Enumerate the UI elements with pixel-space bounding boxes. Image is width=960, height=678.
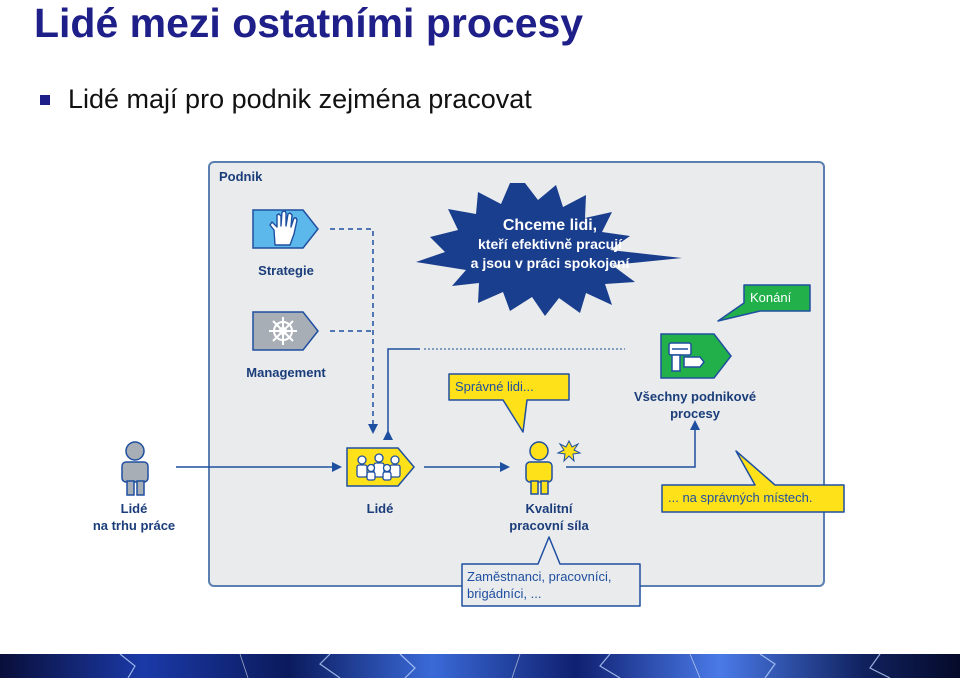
burst-line-1: Chceme lidi, <box>503 217 597 234</box>
staff-callout-line-1: Zaměstnanci, pracovníci, <box>467 569 612 584</box>
strategy-node <box>253 210 318 248</box>
staff-callout-line-2: brigádníci, ... <box>467 586 541 601</box>
management-label: Management <box>246 365 326 380</box>
processes-label-1: Všechny podnikové <box>634 389 756 404</box>
ship-wheel-icon <box>269 317 297 345</box>
strategy-label: Strategie <box>258 263 314 278</box>
workforce-label-2: pracovní síla <box>509 518 589 533</box>
burst-line-2: kteří efektivně pracují <box>478 236 623 252</box>
management-node <box>253 312 318 350</box>
group-icon <box>357 454 400 480</box>
market-label-2: na trhu práce <box>93 518 175 533</box>
footer-band <box>0 654 960 678</box>
processes-label-2: procesy <box>670 406 721 421</box>
right-places-callout-text: ... na správných místech. <box>668 490 813 505</box>
people-label: Lidé <box>367 501 394 516</box>
person-icon <box>122 442 148 495</box>
right-people-callout-text: Správné lidi... <box>455 379 534 394</box>
doing-callout-text: Konání <box>750 290 792 305</box>
frame-label: Podnik <box>219 169 263 184</box>
workforce-label-1: Kvalitní <box>526 501 573 516</box>
market-label-1: Lidé <box>121 501 148 516</box>
burst-line-3: a jsou v práci spokojení <box>471 255 631 271</box>
